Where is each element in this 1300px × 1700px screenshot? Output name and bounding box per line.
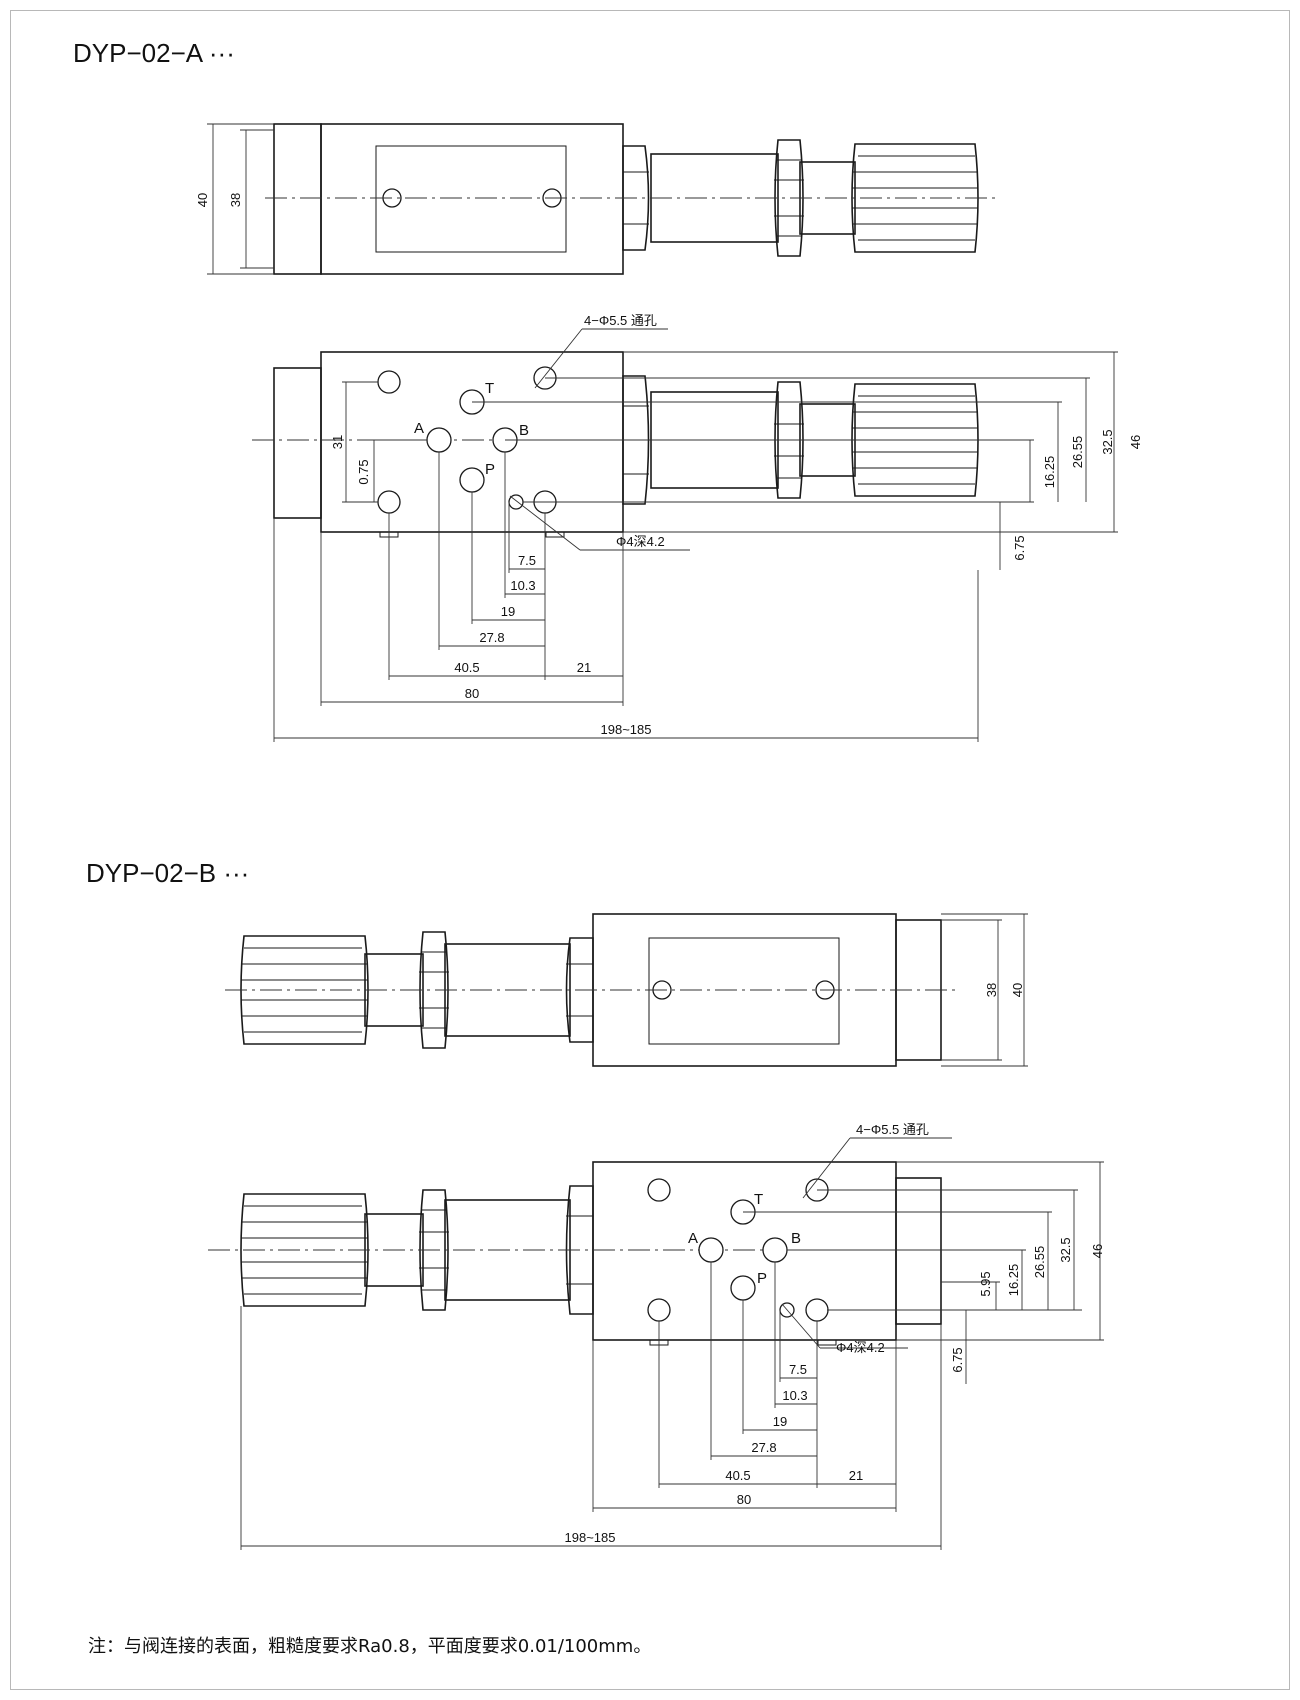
drawing-a-title: DYP−02−A ···	[73, 38, 235, 68]
b-dim-5-95: 5.95	[978, 1271, 993, 1296]
dim-19: 19	[501, 604, 515, 619]
sheet-border	[10, 10, 1290, 1690]
b-dim-80: 80	[737, 1492, 751, 1507]
dim-7-5: 7.5	[518, 553, 536, 568]
dim-16-25: 16.25	[1042, 456, 1057, 489]
b-dim-46: 46	[1090, 1244, 1105, 1258]
pin-callout: Φ4深4.2	[616, 534, 665, 549]
dim-height-38: 38	[228, 193, 243, 207]
dim-40-5: 40.5	[454, 660, 479, 675]
b-port-p-label: P	[757, 1270, 767, 1287]
drawing-b-title: DYP−02−B ···	[86, 858, 250, 888]
b-dim-21: 21	[849, 1468, 863, 1483]
drawing-a-top-view: 40 38	[195, 123, 995, 275]
dim-27-8: 27.8	[479, 630, 504, 645]
b-dim-32-5: 32.5	[1058, 1237, 1073, 1262]
dim-32-5: 32.5	[1100, 429, 1115, 454]
port-a-label: A	[414, 420, 424, 437]
dim-198-185: 198~185	[601, 722, 652, 737]
b-hole-callout: 4−Φ5.5 通孔	[856, 1122, 929, 1137]
dim-b-height-38: 38	[984, 983, 999, 997]
b-dim-7-5: 7.5	[789, 1362, 807, 1377]
drawing-b-top-view: 38 40	[225, 913, 1028, 1067]
dim-46: 46	[1128, 435, 1143, 449]
b-dim-198-185: 198~185	[565, 1530, 616, 1545]
dim-0-75: 0.75	[356, 459, 371, 484]
dim-b-height-40: 40	[1010, 983, 1025, 997]
dim-10-3: 10.3	[510, 578, 535, 593]
port-t-label: T	[485, 380, 494, 397]
b-dim-10-3: 10.3	[782, 1388, 807, 1403]
port-p-label: P	[485, 461, 495, 478]
drawing-b-front-view: T A B P 4−Φ5.5 通孔 Φ4深4.2 46 32.5 26.55 1…	[208, 1122, 1105, 1550]
dim-31: 31	[330, 435, 345, 449]
b-dim-40-5: 40.5	[725, 1468, 750, 1483]
b-dim-19: 19	[773, 1414, 787, 1429]
dim-height-40: 40	[195, 193, 210, 207]
dim-80: 80	[465, 686, 479, 701]
b-dim-16-25: 16.25	[1006, 1264, 1021, 1297]
drawing-a-front-view: T A B P 4−Φ5.5 通孔 Φ4深4.2 46 32.5 26.55 1…	[252, 313, 1143, 742]
b-dim-26-55: 26.55	[1032, 1246, 1047, 1279]
surface-requirement-note: 注：与阀连接的表面，粗糙度要求Ra0.8，平面度要求0.01/100mm。	[88, 1636, 652, 1657]
b-pin-callout: Φ4深4.2	[836, 1340, 885, 1355]
port-b-label: B	[519, 422, 529, 439]
b-port-t-label: T	[754, 1191, 763, 1208]
hole-callout: 4−Φ5.5 通孔	[584, 313, 657, 328]
b-port-a-label: A	[688, 1230, 698, 1247]
b-dim-6-75: 6.75	[950, 1347, 965, 1372]
b-dim-27-8: 27.8	[751, 1440, 776, 1455]
dim-26-55: 26.55	[1070, 436, 1085, 469]
b-port-b-label: B	[791, 1230, 801, 1247]
dim-6-75: 6.75	[1012, 535, 1027, 560]
dim-21: 21	[577, 660, 591, 675]
